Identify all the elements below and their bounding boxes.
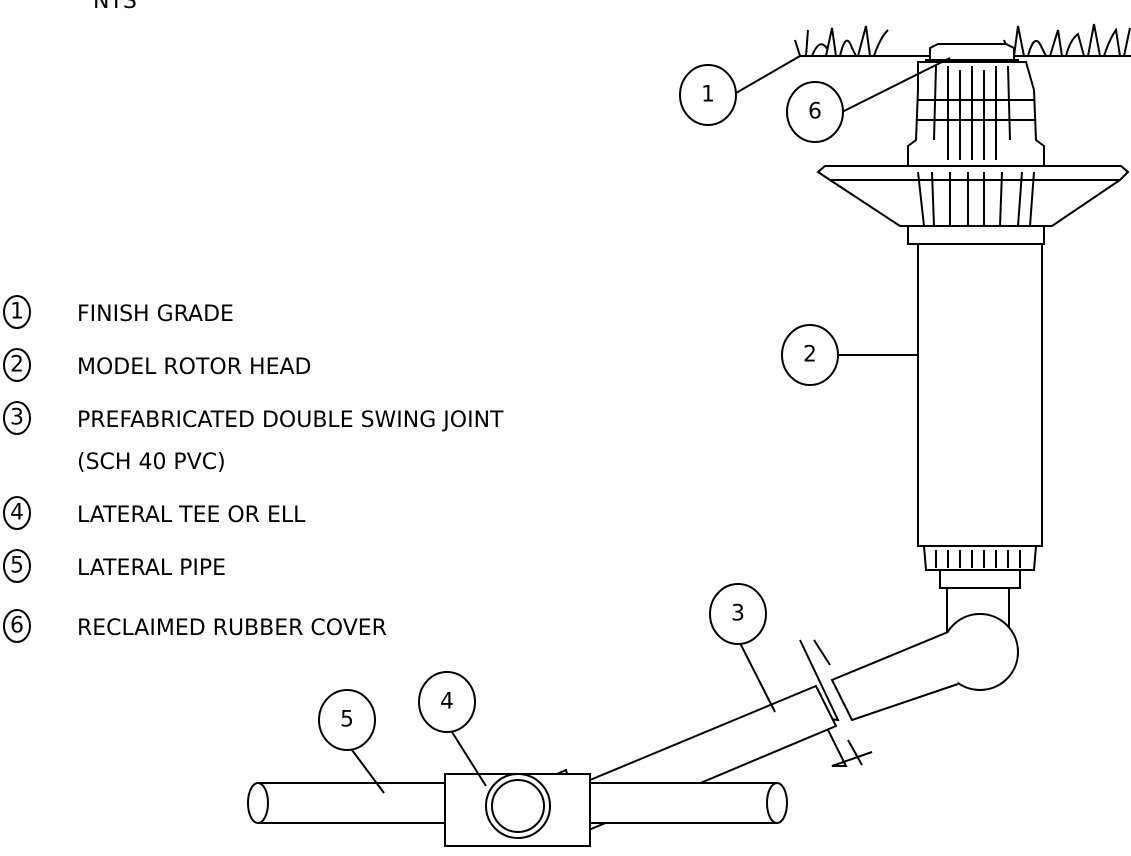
legend-item-2: 2 MODEL ROTOR HEAD [3, 348, 311, 382]
tee-outlet-inner [491, 779, 545, 833]
legend-number-circle [3, 348, 31, 382]
scale-note: NTS [93, 0, 137, 14]
legend-label: LATERAL PIPE [77, 556, 226, 581]
leader-1 [735, 55, 801, 94]
callout-1-number: 1 [701, 83, 715, 108]
legend-number-circle [3, 295, 31, 329]
legend-number-circle [3, 549, 31, 583]
callout-4-number: 4 [440, 690, 454, 715]
leader-3 [739, 642, 776, 713]
callout-3-circle [709, 583, 767, 645]
head-collar [907, 61, 1045, 171]
rubber-cover [929, 43, 1015, 61]
legend-item-6: 6 RECLAIMED RUBBER COVER [3, 609, 387, 643]
lateral-pipe-end-right [766, 782, 788, 824]
tee-outlet [485, 773, 551, 839]
legend-label: PREFABRICATED DOUBLE SWING JOINT [77, 408, 504, 433]
flange-legs [917, 171, 1035, 227]
swing-joint-pipe-upper [830, 631, 959, 722]
legend-number: 5 [10, 554, 24, 579]
callout-5-circle [318, 689, 376, 751]
rotor-nipple [939, 569, 1021, 589]
lateral-pipe-end-left [247, 782, 269, 824]
callout-2-circle [781, 324, 839, 386]
legend-label: LATERAL TEE OR ELL [77, 503, 306, 528]
legend-label: MODEL ROTOR HEAD [77, 355, 311, 380]
body-band [907, 225, 1045, 245]
legend-number-circle [3, 496, 31, 530]
leader-4 [451, 731, 487, 787]
break-line [799, 639, 873, 767]
callout-2-number: 2 [803, 343, 817, 368]
grass-tufts [794, 23, 1131, 57]
legend-number: 3 [10, 406, 24, 431]
legend-label: FINISH GRADE [77, 302, 234, 327]
callout-6-circle [786, 81, 844, 143]
legend-number-circle [3, 609, 31, 643]
legend-item-4: 4 LATERAL TEE OR ELL [3, 496, 306, 530]
callout-5-number: 5 [340, 708, 354, 733]
head-flange [816, 165, 1130, 227]
callout-3-number: 3 [731, 602, 745, 627]
lateral-pipe-left [258, 782, 446, 824]
rotor-body [917, 243, 1043, 547]
lateral [247, 773, 788, 847]
leader-5 [351, 749, 385, 794]
rotor-head [816, 43, 1130, 589]
legend-number: 1 [10, 300, 24, 325]
legend-item-5: 5 LATERAL PIPE [3, 549, 226, 583]
legend: 1 FINISH GRADE 2 MODEL ROTOR HEAD 3 PREF… [3, 295, 504, 643]
legend-item-1: 1 FINISH GRADE [3, 295, 234, 329]
legend-number-circle [3, 401, 31, 435]
callout-1-circle [679, 64, 737, 126]
leader-6 [841, 57, 951, 113]
collar-ribs [916, 65, 1036, 160]
callouts: 1 6 2 3 4 5 [318, 55, 951, 794]
lateral-pipe-right [590, 782, 778, 824]
callout-6-number: 6 [808, 100, 822, 125]
legend-item-3: 3 PREFABRICATED DOUBLE SWING JOINT (SCH … [3, 401, 504, 475]
inlet-threads [935, 550, 1021, 568]
legend-number: 2 [10, 353, 24, 378]
legend-label-line2: (SCH 40 PVC) [77, 450, 226, 475]
legend-number: 4 [10, 501, 24, 526]
legend-number: 6 [10, 614, 24, 639]
callout-4-circle [418, 671, 476, 733]
legend-label: RECLAIMED RUBBER COVER [77, 616, 387, 641]
break-ticks [813, 639, 863, 766]
